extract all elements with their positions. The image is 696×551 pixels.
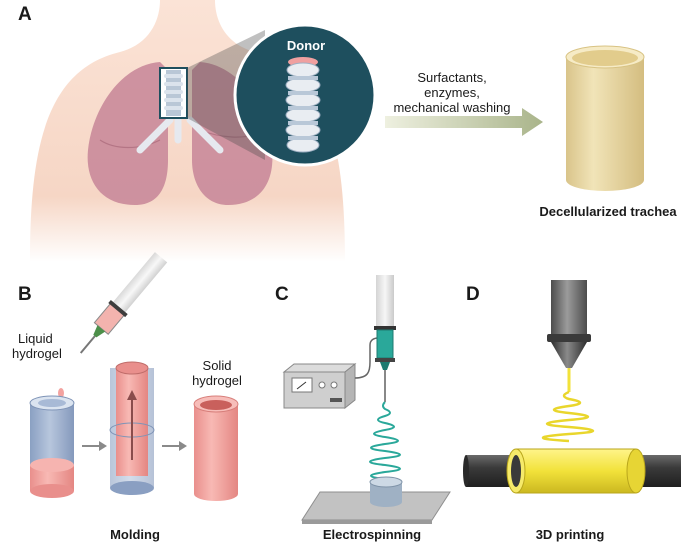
collector-can — [369, 476, 403, 507]
high-voltage-supply — [282, 362, 357, 410]
panel-a-illustration — [30, 0, 645, 262]
panel-c-illustration — [282, 275, 451, 524]
syringe-b — [79, 252, 168, 354]
printed-yellow-sleeve — [506, 448, 646, 494]
electrospun-fiber — [369, 401, 401, 480]
decellularized-trachea-tube — [565, 45, 645, 191]
panel-b-letter: B — [18, 284, 32, 305]
syringe-c — [374, 275, 396, 402]
molding-caption: Molding — [110, 527, 160, 542]
panel-c-letter: C — [275, 284, 289, 305]
solid-hydrogel-label: Solid hydrogel — [186, 358, 248, 388]
panel-a-letter: A — [18, 4, 32, 25]
donor-label: Donor — [286, 38, 326, 53]
left-lung — [87, 62, 168, 205]
panel-b-illustration — [29, 252, 239, 501]
printed-filament-coil — [542, 390, 594, 443]
liquid-line-2: hydrogel — [12, 346, 62, 361]
process-label: Surfactants, enzymes, mechanical washing — [392, 70, 512, 115]
liquid-hydrogel-label: Liquid hydrogel — [12, 331, 62, 361]
solid-line-1: Solid — [202, 358, 232, 373]
process-line-1: Surfactants, — [417, 70, 487, 85]
mold-cylinder-1 — [29, 395, 75, 498]
process-line-2: enzymes, — [424, 85, 480, 100]
solid-hydrogel-tube — [193, 395, 239, 501]
donor-trachea-segment — [285, 57, 321, 153]
liquid-line-1: Liquid — [18, 331, 53, 346]
panel-d-letter: D — [466, 284, 480, 305]
process-line-3: mechanical washing — [393, 100, 511, 115]
panel-d-illustration — [463, 280, 681, 494]
mold-cylinder-2 — [109, 361, 155, 495]
print-nozzle — [547, 280, 591, 368]
process-arrow — [385, 108, 543, 136]
solid-line-2: hydrogel — [192, 373, 242, 388]
3d-printing-caption: 3D printing — [535, 527, 605, 542]
electrospinning-caption: Electrospinning — [322, 527, 422, 542]
decellularized-label: Decellularized trachea — [539, 204, 677, 219]
